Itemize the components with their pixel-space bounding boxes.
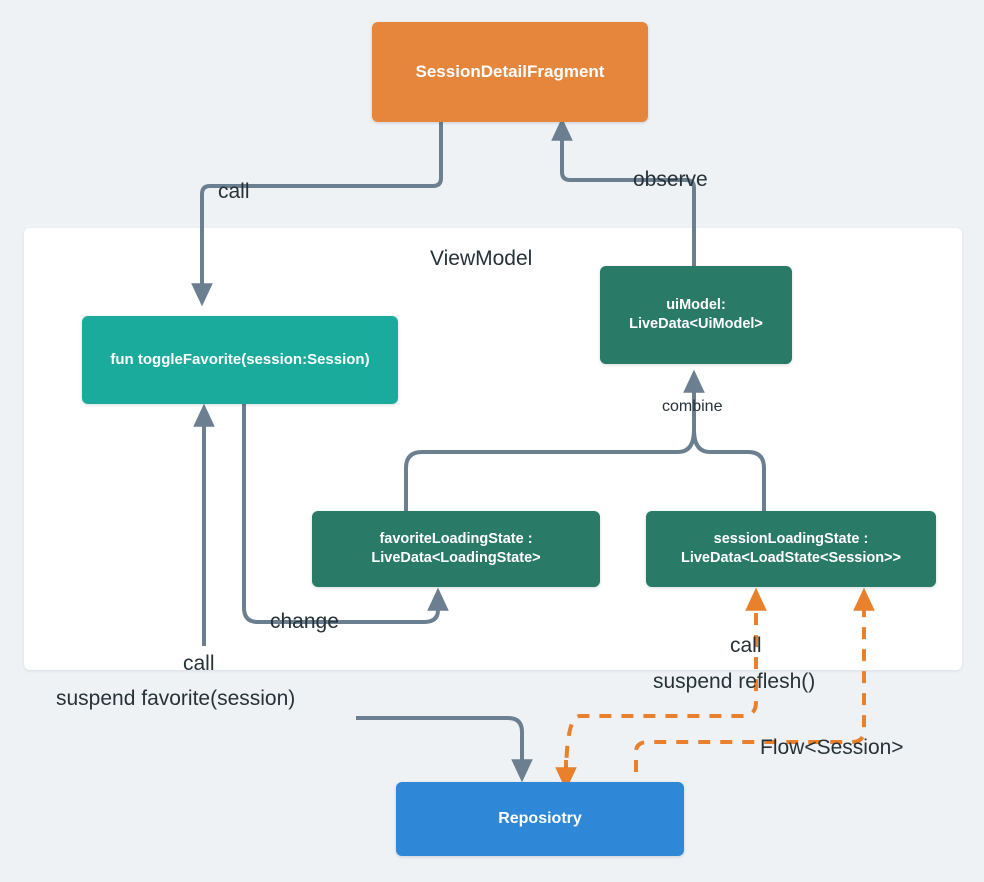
node-uimodel-livedata[interactable]: uiModel: LiveData<UiModel> [600,266,792,364]
edge-label-combine: combine [662,398,723,415]
edge-label-flow-session: Flow<Session> [760,736,904,759]
edge-label-suspend-favorite: suspend favorite(session) [56,687,296,710]
viewmodel-panel-title: ViewModel [430,247,533,270]
node-session-detail-fragment[interactable]: SessionDetailFragment [372,22,648,122]
node-session-loading-state[interactable]: sessionLoadingState : LiveData<LoadState… [646,511,936,587]
viewmodel-panel [24,228,962,670]
edge-label-call-reflesh: call [730,634,762,657]
node-repository[interactable]: Reposiotry [396,782,684,856]
node-favorite-loading-state[interactable]: favoriteLoadingState : LiveData<LoadingS… [312,511,600,587]
edge-label-suspend-reflesh: suspend reflesh() [653,670,816,693]
edge-label-call-toggle: call [218,180,250,203]
edge-suspend-favorite-to-repo [356,716,533,783]
edge-label-call-repo: call [183,652,215,675]
edge-label-observe: observe [633,168,708,191]
edge-label-change: change [270,610,339,633]
node-toggle-favorite-function[interactable]: fun toggleFavorite(session:Session) [82,316,398,404]
